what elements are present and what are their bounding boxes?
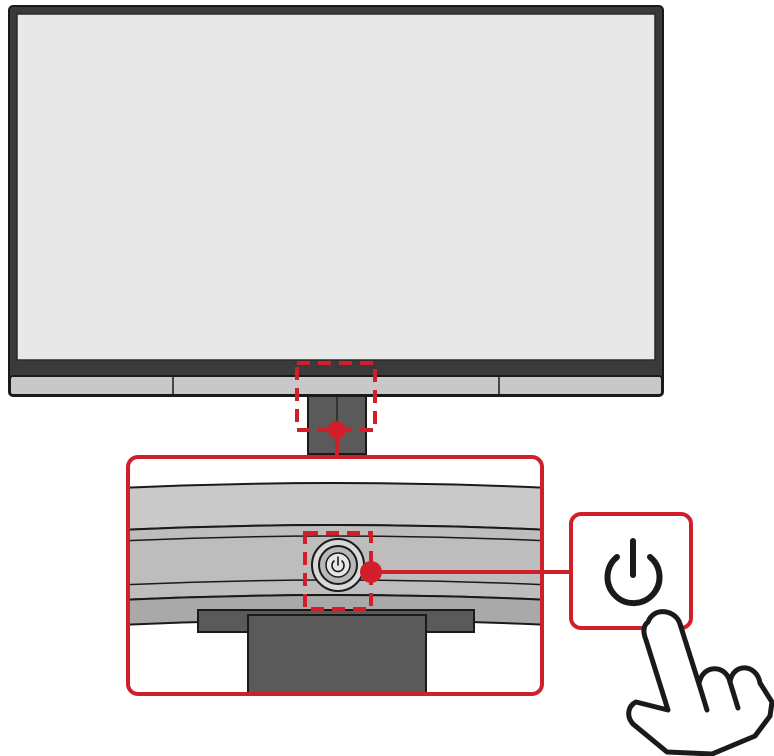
zoom-connector-dot xyxy=(328,421,346,439)
pointing-hand-icon xyxy=(626,609,774,756)
callout-dot xyxy=(360,561,382,583)
power-icon xyxy=(331,556,345,573)
zoom-bezel-band-1 xyxy=(128,482,542,532)
monitor xyxy=(8,5,664,397)
monitor-bottom-bezel xyxy=(9,375,663,396)
power-button-location-highlight xyxy=(295,361,377,432)
joystick-power-button[interactable] xyxy=(311,538,365,592)
monitor-screen xyxy=(16,13,656,361)
power-icon xyxy=(604,538,663,607)
button-highlight xyxy=(303,531,373,611)
power-icon-callout xyxy=(569,512,693,630)
zoom-detail xyxy=(128,457,542,694)
zoom-frame xyxy=(126,455,544,696)
zoom-stand-neck xyxy=(247,614,427,694)
